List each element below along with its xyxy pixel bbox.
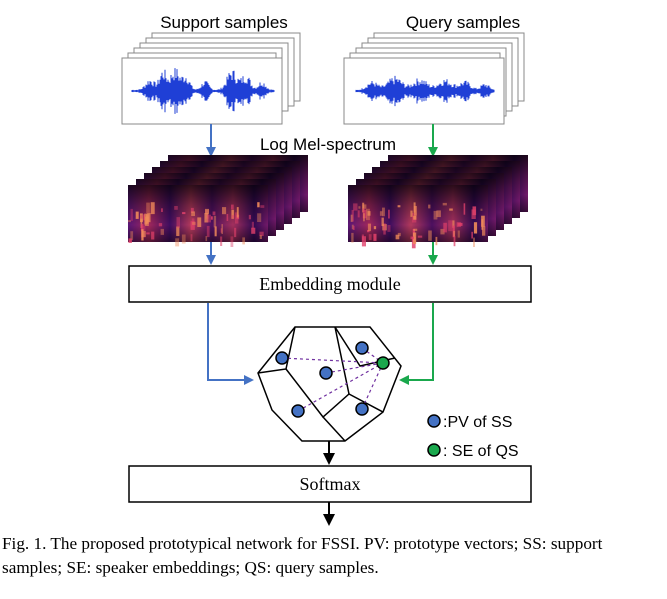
spectrogram-frame (348, 185, 488, 249)
query-embedding-point (376, 356, 390, 370)
prototype-point (319, 366, 333, 380)
query-waveform (355, 75, 495, 107)
legend-pv-label: :PV of SS (443, 414, 512, 431)
embedding-module-box (128, 265, 532, 303)
support-waveform (131, 68, 275, 114)
prototype-point (355, 341, 369, 355)
query-spectrogram-stack (348, 155, 528, 249)
query-sample-stack (343, 32, 525, 125)
waveform-trace (355, 75, 495, 107)
prototype-point (275, 351, 289, 365)
support-spectrogram-stack (128, 155, 308, 247)
embedding-module-label: Embedding module (259, 274, 400, 294)
query-embedding-arrow (399, 303, 434, 385)
legend-pv-marker (427, 414, 441, 428)
prototype-points (275, 341, 369, 418)
prototype-point (291, 404, 305, 418)
query-samples-title: Query samples (406, 13, 520, 32)
prototype-point (355, 402, 369, 416)
figure-caption: Fig. 1. The proposed prototypical networ… (2, 534, 603, 577)
waveform-trace (131, 68, 275, 114)
support-embedding-arrow (207, 303, 254, 385)
legend-se-marker (427, 443, 441, 457)
spectrogram-frame (128, 185, 268, 247)
support-samples-title: Support samples (160, 13, 288, 32)
softmax-box (128, 465, 532, 503)
support-sample-stack (121, 32, 301, 125)
legend: :PV of SS : SE of QS (427, 414, 519, 460)
log-mel-spectrum-label: Log Mel-spectrum (260, 135, 396, 154)
legend-se-label: : SE of QS (443, 443, 519, 460)
softmax-label: Softmax (300, 474, 361, 494)
distance-lines (281, 347, 384, 412)
